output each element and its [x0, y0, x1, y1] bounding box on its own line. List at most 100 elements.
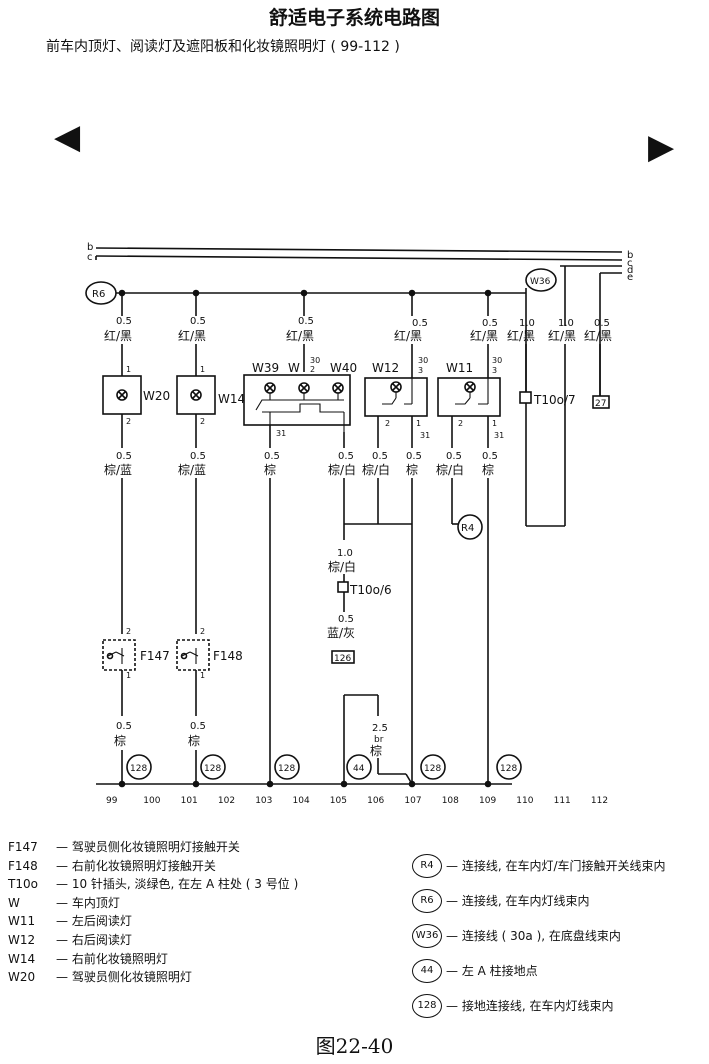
legend-badge: 44	[412, 958, 442, 983]
legend-left: F147— 驾驶员侧化妆镜照明灯接触开关 F148— 右前化妆镜照明灯接触开关 …	[8, 838, 298, 987]
legend-text: — 驾驶员侧化妆镜照明灯	[56, 970, 192, 985]
next-page-arrow[interactable]: ▶	[648, 127, 675, 167]
pin-label: 2	[126, 627, 131, 636]
track-number: 111	[554, 796, 571, 806]
legend-badge: 128	[412, 993, 442, 1018]
wire-105-mid-color: 棕/白	[328, 462, 356, 477]
pin-label: 1	[126, 671, 131, 680]
track-number: 112	[591, 796, 608, 806]
legend-code: W11	[8, 914, 36, 929]
component-w11: W11	[446, 361, 473, 375]
track-number: 103	[255, 796, 272, 806]
track-number: 108	[442, 796, 459, 806]
wire-110-size: 1.0	[519, 318, 535, 329]
prev-page-arrow[interactable]: ◀	[54, 117, 81, 157]
bus-label-e: e	[627, 272, 633, 283]
component-w20: W20	[143, 389, 170, 403]
wire-105-join-color: 棕/白	[328, 559, 356, 574]
lamp-w12-box	[364, 377, 428, 417]
track-number: 100	[143, 796, 160, 806]
legend-code: F148	[8, 858, 38, 873]
wire-99-low-color: 棕	[114, 733, 126, 748]
legend-item-t10o: T10o— 10 针插头, 淡绿色, 在左 A 柱处 ( 3 号位 )	[8, 875, 298, 894]
lamp-w39-w-w40-box	[243, 374, 351, 426]
wire-109-color: 红/黑	[470, 328, 498, 343]
wire-99-low-size: 0.5	[116, 721, 132, 732]
pin-label: 2	[310, 365, 315, 374]
connector-128: 128	[130, 764, 147, 774]
pin-label: 30	[310, 356, 320, 365]
wire-103-mid-color: 棕	[264, 462, 276, 477]
wire-108-mid-color: 棕/白	[436, 462, 464, 477]
wire-106-low-size: 2.5	[372, 723, 388, 734]
wire-99-mid-size: 0.5	[116, 451, 132, 462]
pin-label: 2	[385, 419, 390, 428]
wire-105-join-size: 1.0	[337, 548, 353, 559]
pin-label: 3	[492, 366, 497, 375]
legend-code: F147	[8, 840, 38, 854]
connector-126: 126	[334, 654, 351, 664]
track-number: 104	[293, 796, 310, 806]
legend-text: — 连接线 ( 30a ), 在底盘线束内	[446, 929, 621, 943]
wire-105-low-color: 蓝/灰	[327, 626, 355, 640]
wire-109-mid-size: 0.5	[482, 451, 498, 462]
wire-99-size: 0.5	[116, 316, 132, 327]
legend-text: — 右前化妆镜照明灯接触开关	[56, 858, 216, 873]
pin-label: 30	[492, 356, 502, 365]
connector-27: 27	[595, 399, 606, 409]
legend-item-w36: W36 — 连接线 ( 30a ), 在底盘线束内	[412, 918, 666, 953]
pin-label: 31	[494, 431, 504, 440]
connector-128: 128	[278, 764, 295, 774]
connector-r6: R6	[92, 289, 105, 300]
connector-t10o-7: T10o/7	[533, 393, 576, 407]
wire-111-color: 红/黑	[548, 328, 576, 343]
pin-label: 2	[200, 417, 205, 426]
legend-text: — 车内顶灯	[56, 895, 120, 910]
track-number: 102	[218, 796, 235, 806]
legend-code: T10o	[8, 877, 38, 892]
wire-112-color: 红/黑	[584, 328, 612, 343]
pin-label: 2	[200, 627, 205, 636]
component-w14: W14	[218, 392, 245, 406]
wire-101-size: 0.5	[190, 316, 206, 327]
connector-128: 128	[204, 764, 221, 774]
legend-code: W12	[8, 932, 36, 947]
legend-code: W	[8, 895, 20, 910]
pin-label: 31	[276, 429, 286, 438]
track-number: 107	[404, 796, 421, 806]
component-w12: W12	[372, 361, 399, 375]
legend-item-r6: R6 — 连接线, 在车内灯线束内	[412, 883, 666, 918]
page-title: 舒适电子系统电路图	[268, 7, 440, 29]
connector-44: 44	[353, 764, 365, 774]
legend-badge: R6	[412, 888, 442, 913]
figure-number: 图22-40	[315, 1034, 394, 1058]
legend-text: — 左 A 柱接地点	[446, 964, 538, 978]
legend-text: — 接地连接线, 在车内灯线束内	[446, 999, 614, 1013]
switch-f148-box	[176, 639, 210, 671]
pin-label: 31	[420, 431, 430, 440]
legend-text: — 右前化妆镜照明灯	[56, 951, 168, 966]
component-w: W	[288, 361, 300, 375]
track-number: 105	[330, 796, 347, 806]
pin-label: 3	[418, 366, 423, 375]
component-w39: W39	[252, 361, 279, 375]
pin-label: 1	[492, 419, 497, 428]
legend-text: — 驾驶员侧化妆镜照明灯接触开关	[56, 840, 240, 854]
diagram-subtitle: 前车内顶灯、阅读灯及遮阳板和化妆镜照明灯 ( 99-112 )	[46, 39, 400, 55]
bus-label-b: b	[87, 242, 93, 253]
wire-105-low-size: 0.5	[338, 614, 354, 625]
legend-item-w12: W12— 右后阅读灯	[8, 931, 298, 950]
component-f148: F148	[213, 649, 243, 663]
pin-label: 1	[200, 365, 205, 374]
wire-104-size: 0.5	[298, 316, 314, 327]
wire-111-size: 1.0	[558, 318, 574, 329]
pin-label: 1	[416, 419, 421, 428]
wire-99-color: 红/黑	[104, 328, 132, 343]
bus-lines	[95, 247, 623, 274]
legend-badge: W36	[412, 923, 442, 948]
connector-r4: R4	[461, 523, 474, 534]
legend-code: W14	[8, 951, 36, 966]
connector-w36: W36	[530, 277, 551, 287]
legend-text: — 连接线, 在车内灯线束内	[446, 894, 590, 908]
legend-right: R4— 连接线, 在车内灯/车门接触开关线束内 R6— 连接线, 在车内灯线束内…	[412, 848, 666, 1023]
